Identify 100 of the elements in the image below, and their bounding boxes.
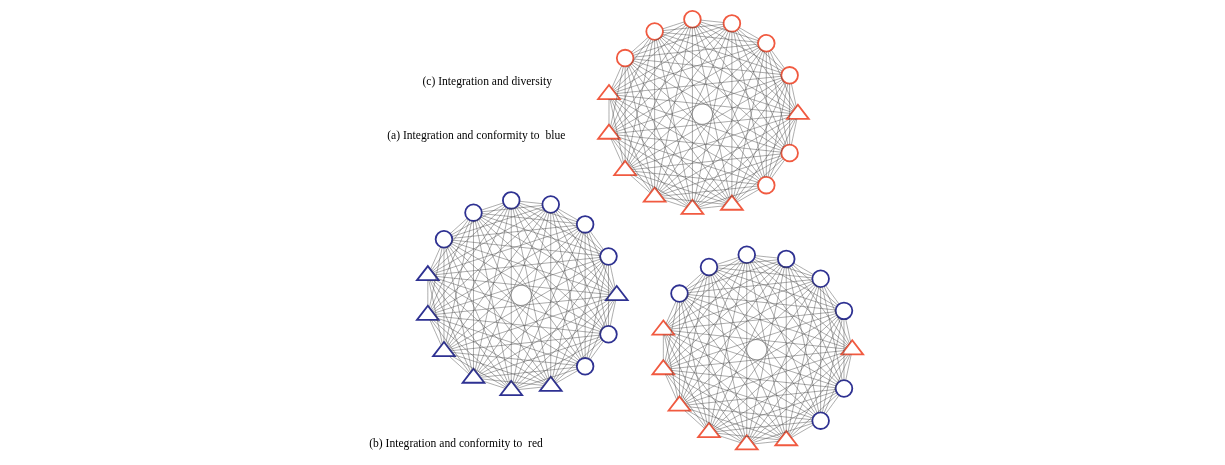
connector — [788, 318, 841, 435]
connector — [687, 279, 812, 293]
connector — [749, 317, 839, 440]
connector — [479, 367, 577, 378]
node-circle — [541, 195, 560, 214]
connector — [824, 285, 839, 305]
connector — [790, 265, 849, 346]
node-triangle — [666, 394, 692, 412]
connector — [686, 258, 740, 290]
node-triangle — [718, 194, 745, 211]
connector — [448, 356, 469, 375]
connector — [515, 338, 601, 388]
node-triangle — [595, 83, 622, 100]
connector — [613, 47, 759, 132]
connector — [632, 25, 724, 56]
connector — [447, 230, 579, 348]
connector — [713, 273, 816, 414]
connector — [767, 83, 788, 178]
node-circle — [615, 48, 634, 68]
connector — [616, 98, 759, 182]
connector — [716, 433, 780, 441]
connector — [517, 204, 601, 253]
connector — [629, 64, 729, 201]
connector — [634, 173, 726, 204]
connector — [687, 294, 836, 311]
connector — [669, 311, 836, 330]
connector — [750, 354, 847, 442]
connector — [429, 246, 441, 270]
connector — [791, 264, 838, 306]
connector — [584, 232, 585, 359]
connector — [435, 280, 578, 363]
connector — [557, 208, 578, 221]
connector — [767, 51, 788, 145]
connector — [658, 38, 761, 179]
connector — [510, 208, 511, 381]
connector — [751, 392, 837, 442]
connector — [659, 155, 782, 196]
connector — [823, 354, 850, 414]
node-circle — [598, 247, 618, 266]
node-circle — [834, 379, 853, 398]
connector — [665, 274, 706, 364]
node-circle — [575, 215, 594, 234]
connector — [667, 282, 813, 367]
connector — [667, 260, 741, 327]
connector — [632, 174, 688, 207]
connector — [765, 51, 766, 177]
connector — [433, 226, 577, 274]
connector — [615, 114, 790, 134]
connector — [477, 299, 609, 376]
connector — [432, 280, 547, 383]
connector — [481, 205, 543, 212]
connector — [514, 300, 612, 387]
connector — [790, 424, 814, 438]
connector — [768, 118, 796, 178]
node-triangle — [498, 379, 524, 396]
connector — [685, 299, 814, 416]
node-circle — [779, 143, 799, 163]
connector — [613, 98, 728, 202]
connector — [609, 66, 624, 127]
connector — [429, 319, 442, 346]
connector — [556, 210, 602, 252]
connector — [451, 352, 577, 366]
connector — [552, 264, 605, 381]
connector — [479, 218, 602, 329]
connector — [754, 257, 813, 277]
connector — [444, 220, 472, 345]
connector — [628, 48, 760, 167]
connector — [712, 316, 838, 429]
connector — [432, 208, 543, 273]
connector — [630, 63, 760, 180]
connector — [551, 212, 584, 359]
node-triangle — [784, 103, 811, 120]
connector — [432, 228, 578, 313]
node-circle — [463, 203, 483, 222]
connector — [550, 212, 551, 377]
connector — [715, 421, 812, 432]
node-circle — [779, 66, 799, 85]
connector — [658, 80, 783, 194]
connector — [450, 204, 504, 236]
node-circle — [644, 22, 664, 41]
connector — [632, 43, 758, 58]
connector — [430, 207, 506, 311]
connector — [436, 318, 577, 364]
connector — [451, 206, 543, 237]
connector — [480, 202, 503, 211]
node-triangle — [641, 186, 667, 203]
connector — [819, 287, 821, 413]
connector — [451, 356, 506, 388]
connector — [613, 27, 725, 92]
connector — [672, 332, 836, 387]
node-circle — [776, 249, 795, 269]
connector — [614, 77, 782, 133]
node-triangle — [430, 340, 457, 358]
connector — [450, 243, 601, 331]
connector — [610, 98, 652, 191]
connector — [653, 39, 655, 188]
connector — [554, 339, 602, 383]
connector — [586, 264, 607, 359]
connector — [785, 267, 786, 432]
connector — [685, 389, 836, 406]
